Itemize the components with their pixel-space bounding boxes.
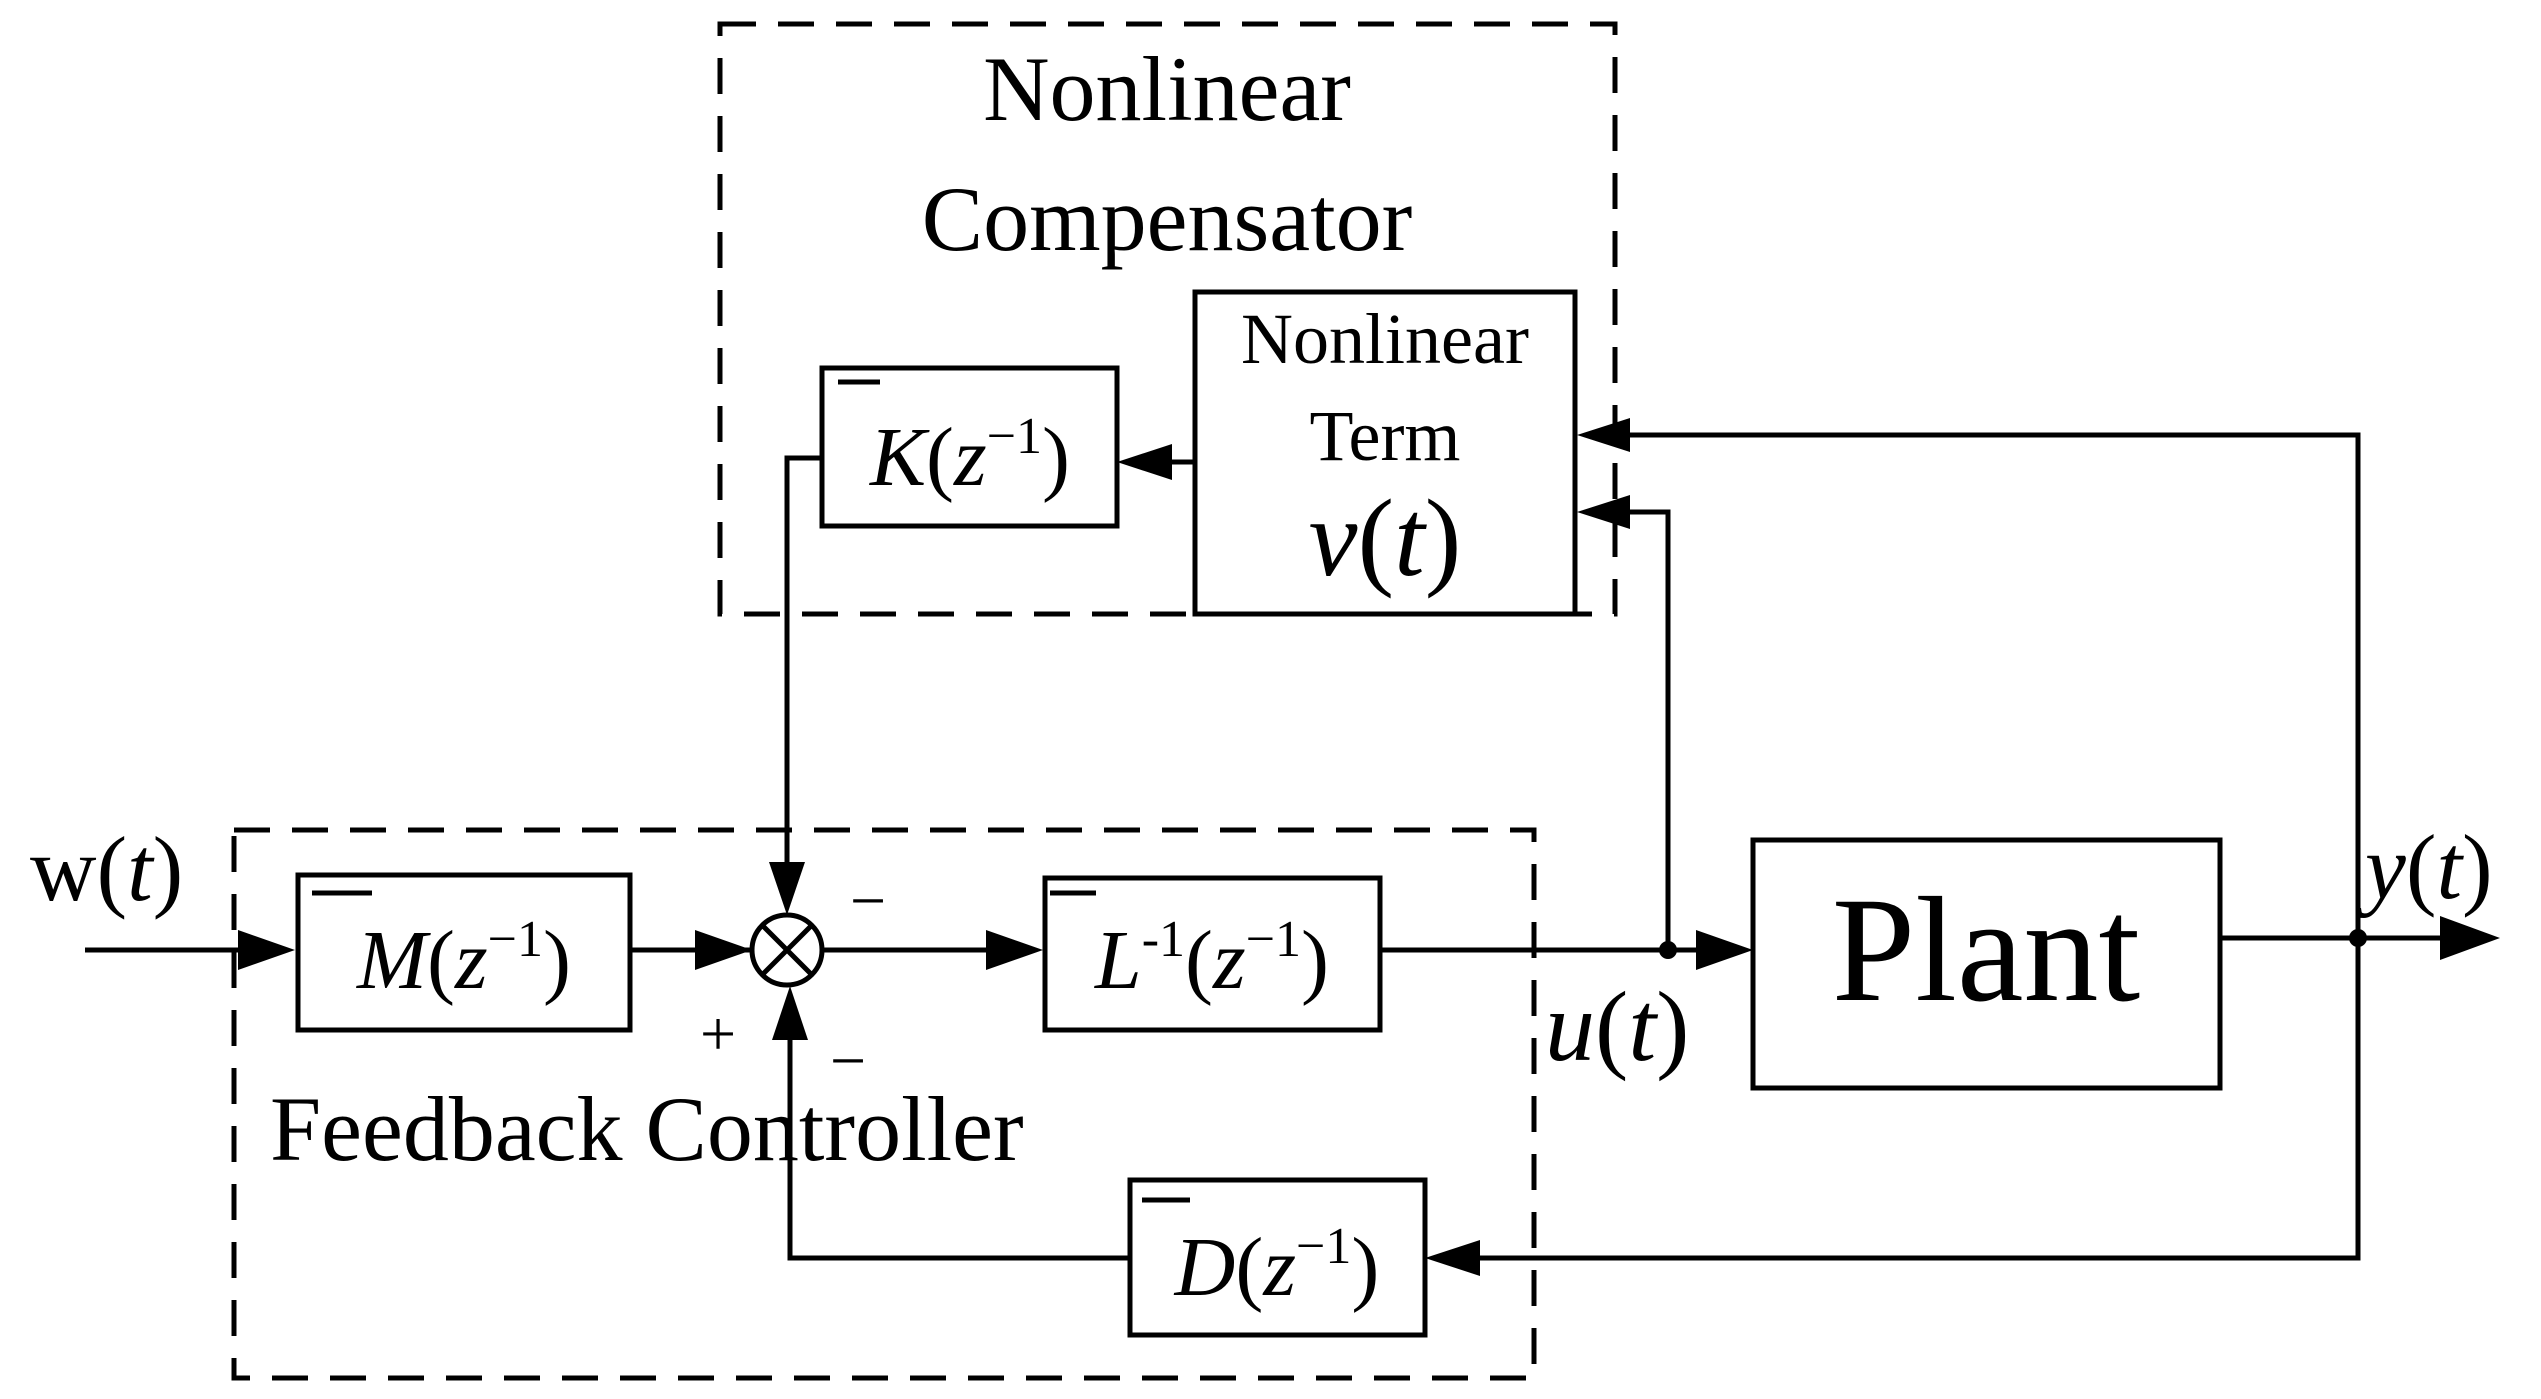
k-block	[819, 365, 1120, 529]
sum-sign-top: −	[850, 865, 886, 936]
m-block-expression: M(z−1)	[356, 911, 571, 1007]
arrow-into-sum-bottom	[772, 986, 808, 1040]
arrow-into-k	[1117, 444, 1172, 480]
nonlinear-term-label-line2: Term	[1310, 396, 1461, 476]
arrow-into-l	[986, 930, 1043, 970]
plant-block	[1750, 837, 2223, 1091]
u-branch-dot	[1659, 941, 1677, 959]
sum-sign-bottom: −	[830, 1025, 866, 1096]
d-to-sum-line	[787, 1020, 1130, 1261]
m-block	[295, 872, 633, 1033]
output-signal-label: y(t)	[2357, 816, 2493, 918]
summing-junction	[749, 912, 825, 988]
d-block-expression: D(z−1)	[1174, 1218, 1380, 1314]
control-signal-label: u(t)	[1545, 971, 1689, 1082]
compensator-title-line2: Compensator	[922, 168, 1413, 270]
feedback-controller-label: Feedback Controller	[270, 1078, 1024, 1180]
arrow-y-into-term	[1577, 418, 1630, 452]
arrow-into-m	[238, 930, 295, 970]
compensator-title-line1: Nonlinear	[983, 38, 1351, 140]
y-branch-dot	[2349, 929, 2367, 947]
y-tap-top-line	[1622, 432, 2361, 938]
y-tap-bottom-line	[1480, 938, 2361, 1261]
nonlinear-term-block	[1192, 289, 1578, 617]
arrow-output	[2440, 916, 2500, 960]
nonlinear-term-expression: v(t)	[1309, 477, 1462, 599]
k-block-expression: K(z−1)	[869, 408, 1070, 504]
sum-sign-left: +	[700, 998, 736, 1069]
arrow-into-sum-left	[695, 930, 752, 970]
l-inverse-block	[1042, 875, 1383, 1033]
d-block	[1127, 1177, 1428, 1338]
plant-label: Plant	[1832, 867, 2140, 1033]
k-to-sum-line	[784, 455, 822, 880]
arrow-into-plant	[1696, 930, 1753, 970]
arrow-u-into-term	[1577, 495, 1630, 529]
u-tap-line	[1622, 509, 1671, 950]
input-signal-label: w(t)	[30, 818, 183, 920]
nonlinear-term-label-line1: Nonlinear	[1241, 299, 1529, 379]
feedback-controller-group	[231, 827, 1537, 1381]
nonlinear-compensator-group	[717, 21, 1618, 617]
arrow-into-d	[1425, 1240, 1480, 1276]
l-block-expression: L-1(z−1)	[1094, 911, 1329, 1007]
arrow-into-sum-top	[769, 862, 805, 915]
